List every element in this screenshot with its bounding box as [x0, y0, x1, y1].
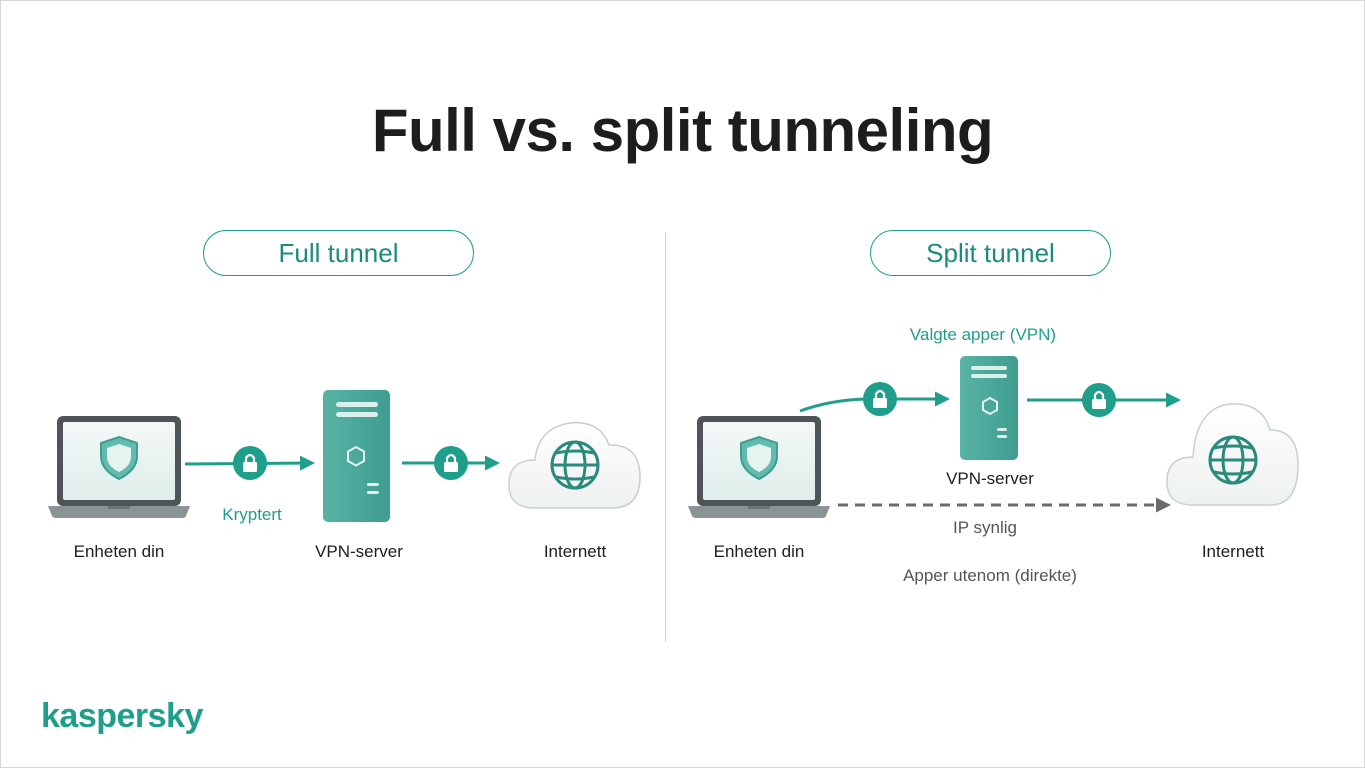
lock-icon [863, 382, 897, 416]
split-ip-visible-label: IP synlig [953, 518, 1017, 537]
shield-icon [740, 435, 778, 481]
globe-icon [1208, 435, 1258, 485]
server-icon [960, 356, 1018, 460]
split-tunnel-heading-text: Split tunnel [926, 237, 1055, 268]
full-device-label: Enheten din [73, 542, 165, 561]
full-server-label: VPN-server [315, 542, 403, 561]
full-tunnel-heading: Full tunnel [203, 230, 474, 276]
full-internet-label: Internett [543, 542, 607, 561]
page-title: Full vs. split tunneling [371, 97, 994, 164]
shield-icon [100, 435, 138, 481]
full-tunnel-heading-text: Full tunnel [278, 237, 399, 268]
kaspersky-logo: kaspersky [41, 697, 203, 735]
split-internet-label: Internett [1201, 542, 1265, 561]
full-encrypted-label: Kryptert [222, 505, 282, 524]
server-icon [323, 390, 390, 522]
lock-icon [434, 446, 468, 480]
lock-icon [1082, 383, 1116, 417]
split-bypass-label: Apper utenom (direkte) [903, 566, 1077, 585]
globe-icon [550, 440, 600, 490]
section-divider [665, 232, 666, 642]
cloud-icon [1166, 403, 1299, 506]
lock-icon [233, 446, 267, 480]
split-selected-apps-label: Valgte apper (VPN) [909, 325, 1057, 344]
split-server-label: VPN-server [946, 469, 1034, 488]
split-tunnel-heading: Split tunnel [870, 230, 1111, 276]
split-device-label: Enheten din [713, 542, 805, 561]
